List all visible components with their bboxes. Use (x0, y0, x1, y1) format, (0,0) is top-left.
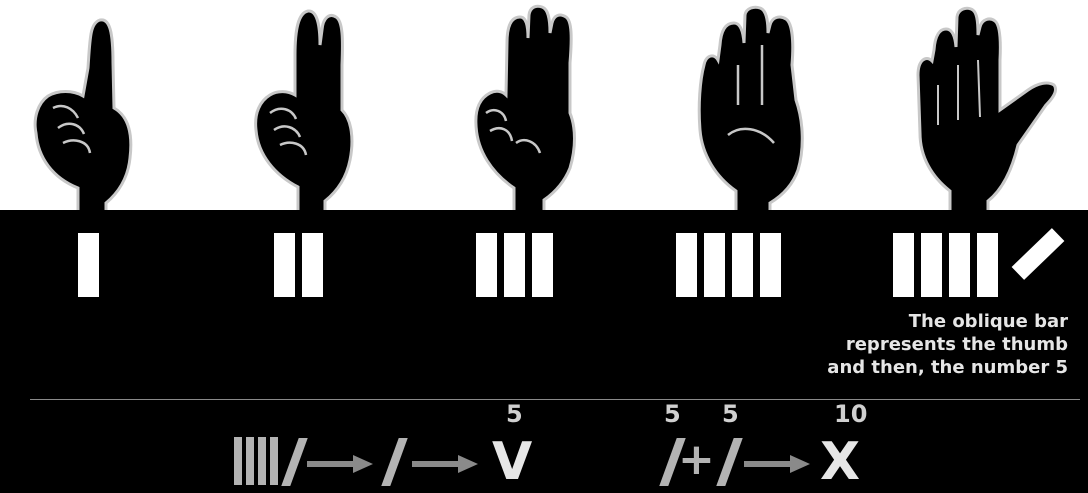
tally-bar (476, 233, 497, 297)
value-label: 5 (506, 400, 523, 428)
hand-illustrations (0, 0, 1088, 215)
tally-bar (504, 233, 525, 297)
equation-bar (234, 437, 242, 485)
note-line: The oblique bar (768, 310, 1068, 333)
arrow-right-icon (305, 453, 375, 475)
roman-numeral-v: V (492, 436, 532, 488)
equation-bar (246, 437, 254, 485)
tally-bar (732, 233, 753, 297)
arrow-right-icon (742, 453, 812, 475)
plus-sign: + (678, 434, 715, 486)
roman-numeral-x: X (820, 436, 860, 488)
hand-one-finger-icon (18, 8, 148, 223)
tally-bar (704, 233, 725, 297)
equation-bar (258, 437, 266, 485)
hand-open-five-icon (908, 5, 1068, 220)
oblique-bar-note: The oblique bar represents the thumb and… (768, 310, 1068, 379)
value-label: 5 (664, 400, 681, 428)
arrow-right-icon (410, 453, 480, 475)
tally-bar (532, 233, 553, 297)
hand-two-fingers-icon (240, 5, 370, 220)
hand-four-fingers-icon (688, 5, 828, 220)
note-line: and then, the number 5 (768, 356, 1068, 379)
value-label: 10 (834, 400, 867, 428)
tally-bar (893, 233, 914, 297)
tally-bar (274, 233, 295, 297)
tally-bar (302, 233, 323, 297)
tally-bar (676, 233, 697, 297)
tally-bar (921, 233, 942, 297)
divider (30, 399, 1080, 400)
tally-bar (760, 233, 781, 297)
note-line: represents the thumb (768, 333, 1068, 356)
tally-bar (977, 233, 998, 297)
value-label: 5 (722, 400, 739, 428)
tally-bar (78, 233, 99, 297)
tally-bar (949, 233, 970, 297)
hand-three-fingers-icon (462, 3, 592, 218)
equation-bar (270, 437, 278, 485)
